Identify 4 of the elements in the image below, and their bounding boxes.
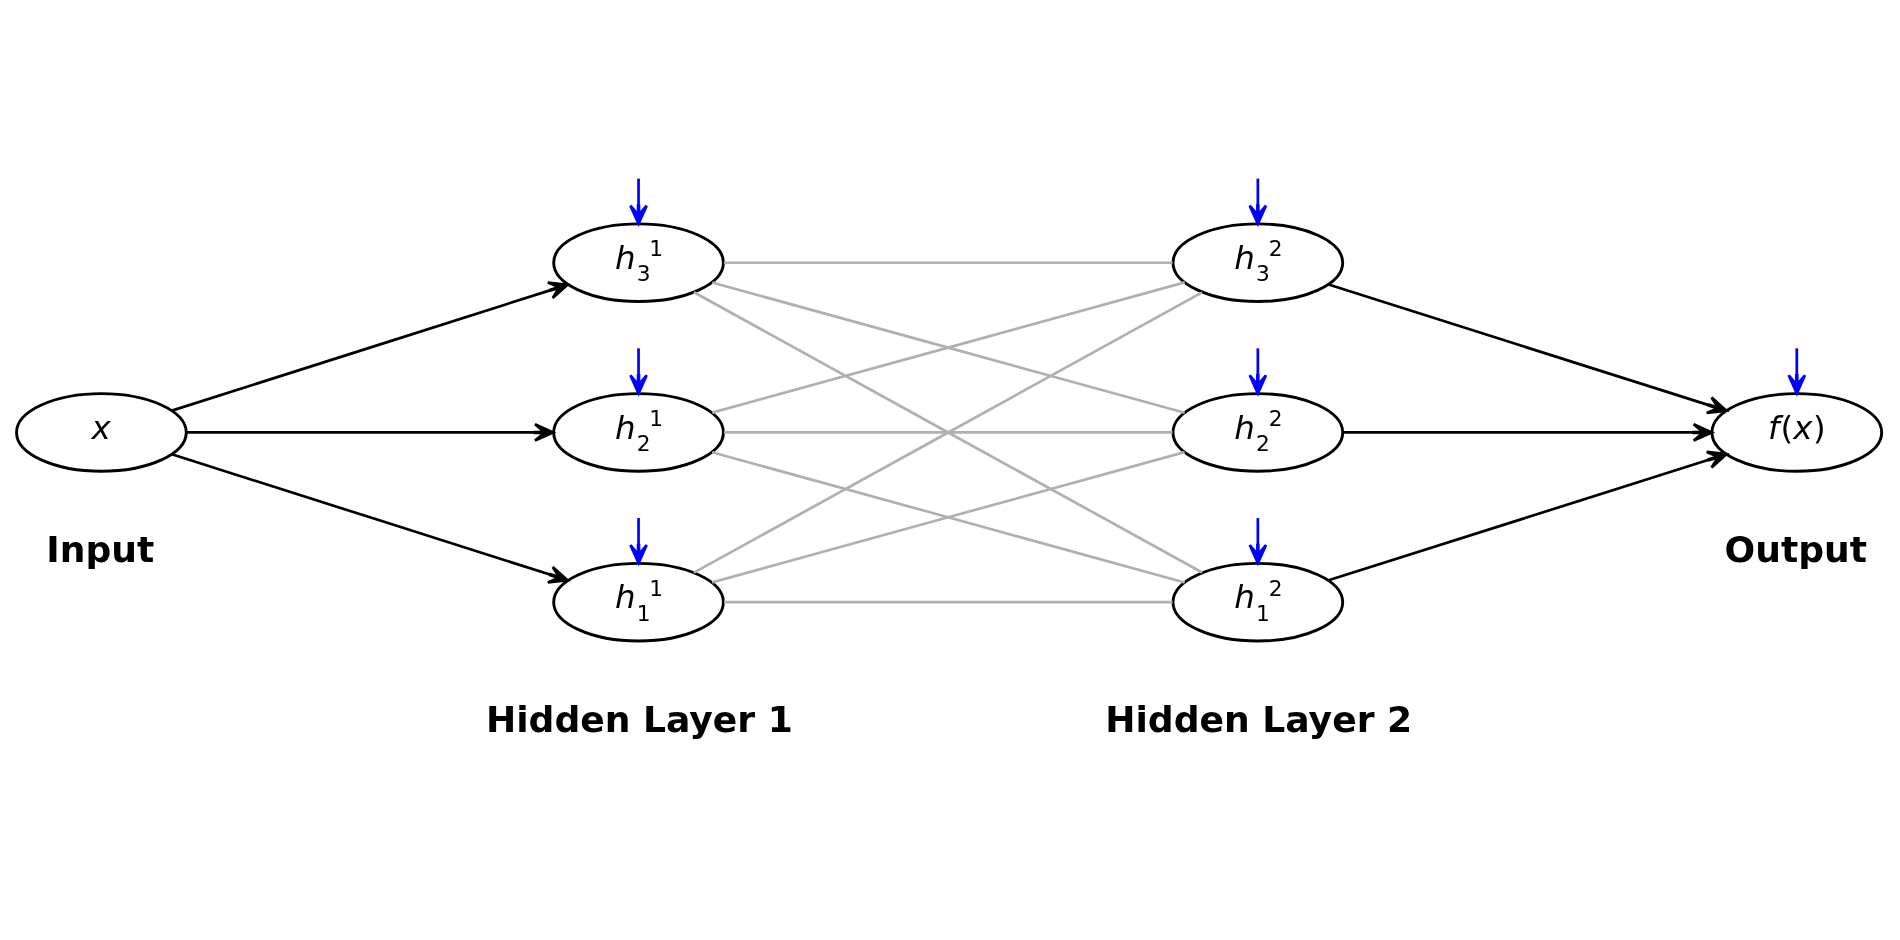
label: Output [1724, 527, 1868, 571]
label: Hidden Layer 1 [485, 697, 793, 741]
label: Input [46, 527, 155, 571]
label: Hidden Layer 2 [1105, 697, 1413, 741]
